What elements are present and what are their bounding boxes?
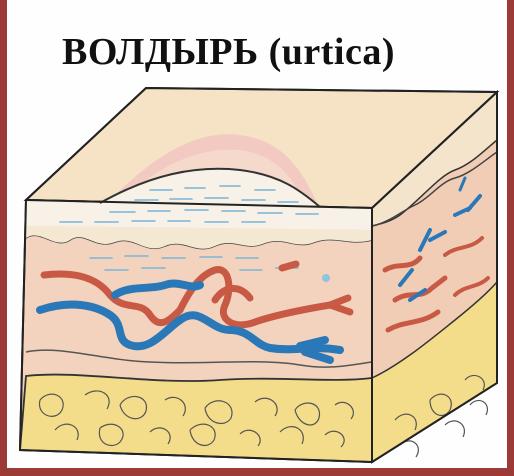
- vessel-spot: [322, 274, 330, 282]
